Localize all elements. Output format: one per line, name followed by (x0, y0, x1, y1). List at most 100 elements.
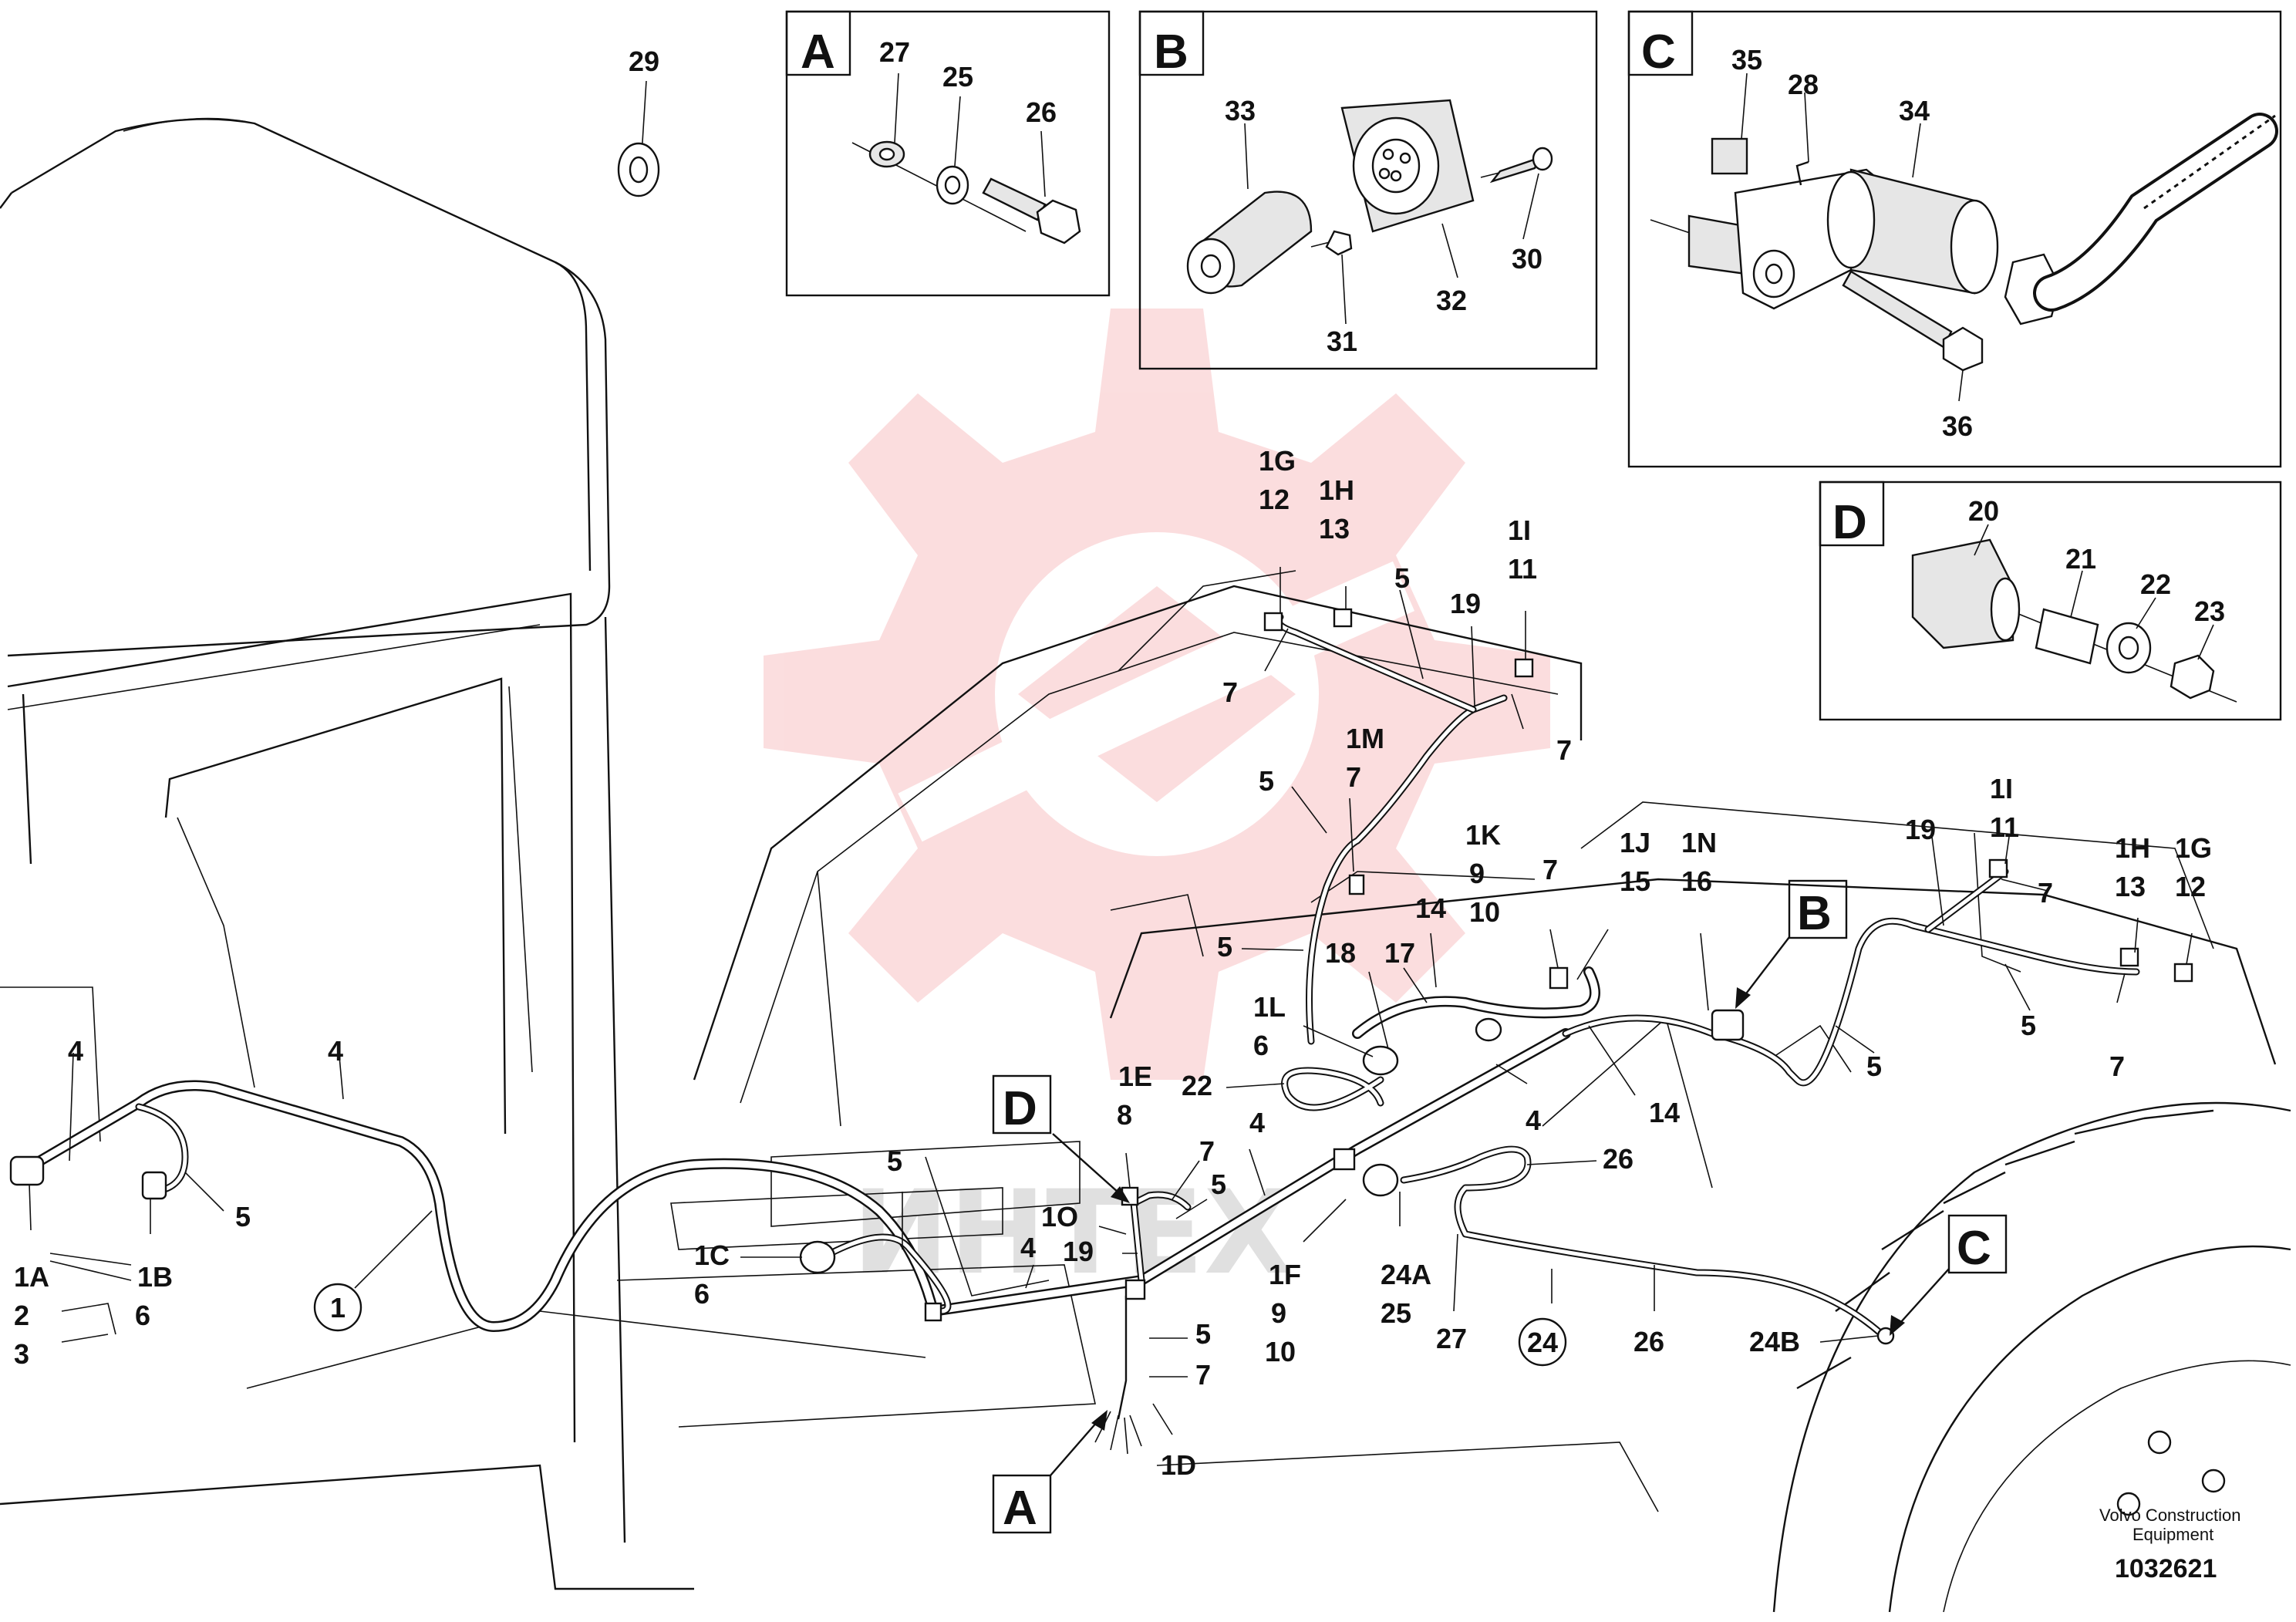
callout-label: 10 (1265, 1336, 1296, 1367)
callout-label: 11 (1990, 811, 2019, 843)
connector-icon (1711, 1009, 1745, 1041)
rear-tire (1772, 1024, 2291, 1613)
callout-label: 1H (2115, 832, 2150, 864)
connector-icon (1514, 658, 1534, 678)
callout-label: 15 (1620, 865, 1650, 897)
detail-view-b: B 33 31 32 30 (1138, 10, 1598, 370)
connector-icon (9, 1155, 45, 1186)
callout-label: 11 (1508, 553, 1537, 585)
detail-d-letter: D (1832, 496, 1867, 549)
callout-label: 7 (1222, 676, 1238, 708)
connector-icon (799, 1240, 836, 1274)
nut-icon (2170, 654, 2215, 700)
callout-label: 1M (1346, 723, 1384, 754)
connector-icon (1362, 1045, 1399, 1076)
connector-icon (1263, 612, 1283, 632)
callout-label: 9 (1469, 858, 1485, 889)
detail-c-label: 36 (1942, 410, 1973, 442)
callout-label: 27 (1436, 1323, 1467, 1354)
connector-icon (924, 1302, 942, 1322)
callout-label: 1F (1269, 1259, 1301, 1290)
circled-callout-label: 1 (330, 1292, 346, 1324)
callout-label: 1G (1259, 445, 1296, 477)
leader-lines (29, 567, 2193, 1435)
detail-b-label: 31 (1327, 325, 1357, 357)
detail-a-letter: A (801, 25, 835, 79)
callout-label: 7 (1346, 761, 1361, 793)
callout-label: 26 (1633, 1326, 1664, 1357)
callout-label: 6 (1253, 1030, 1269, 1061)
callout-label: 1K (1465, 819, 1501, 851)
callout-label: 4 (1249, 1107, 1265, 1138)
document-number: 1032621 (2115, 1554, 2217, 1583)
callout-label: 1E (1118, 1061, 1152, 1092)
callout-label: 19 (1905, 814, 1936, 845)
callout-label: 22 (1182, 1070, 1212, 1101)
callout-label: 12 (2175, 871, 2206, 902)
callout-label: 12 (1259, 484, 1290, 515)
callout-label: 16 (1681, 865, 1712, 897)
connector-icon (1348, 874, 1365, 895)
bolt-icon (982, 177, 1047, 221)
credit-line: Equipment (2132, 1525, 2213, 1544)
callout-label: 19 (1450, 588, 1481, 619)
lock-washer-icon: 29 (617, 46, 660, 197)
watermark-gear-logo (764, 309, 1550, 1080)
detail-view-a: A 27 25 26 (785, 10, 1111, 297)
view-markers: D B C A (992, 879, 2008, 1535)
callout-label: 1I (1508, 514, 1531, 546)
callout-label: 17 (1384, 937, 1415, 969)
callout-label: 1G (2175, 832, 2212, 864)
callout-label: 9 (1271, 1297, 1286, 1329)
detail-a-label: 27 (879, 36, 910, 68)
view-marker-b: B (1797, 887, 1832, 940)
callout-label: 29 (629, 46, 659, 77)
callout-label: 13 (1319, 513, 1350, 545)
connector-icon (1333, 1148, 1356, 1171)
callout-label: 6 (135, 1300, 150, 1331)
connector-icon (1475, 1017, 1502, 1042)
connector-icon (1549, 966, 1569, 990)
detail-d-label: 23 (2194, 595, 2225, 627)
callout-label: 26 (1603, 1143, 1633, 1175)
detail-c-label: 34 (1899, 95, 1930, 126)
callout-label: 14 (1649, 1097, 1680, 1128)
detail-view-c: C 35 28 34 36 (1627, 10, 2282, 468)
callout-label: 1J (1620, 827, 1650, 858)
callout-label: 1I (1990, 773, 2013, 804)
callout-label: 7 (1199, 1135, 1215, 1167)
wiring-harness (9, 608, 2193, 1455)
callout-label: 8 (1117, 1099, 1132, 1131)
callout-label: 1D (1161, 1449, 1196, 1481)
detail-d-label: 22 (2140, 568, 2171, 600)
callout-label: 18 (1325, 937, 1356, 969)
callout-label: 10 (1469, 896, 1500, 928)
view-marker-a: A (1003, 1482, 1037, 1535)
callout-label: 5 (1259, 765, 1274, 797)
detail-b-label: 30 (1512, 243, 1542, 275)
callout-label: 5 (1394, 562, 1410, 594)
connector-icon (1124, 1279, 1146, 1300)
circled-callout-label: 24 (1527, 1327, 1558, 1358)
detail-a-label: 25 (942, 61, 973, 93)
detail-view-d: D 20 21 22 23 (1819, 481, 2282, 721)
credit-line: Volvo Construction (2099, 1506, 2240, 1525)
callout-label: 1A (14, 1261, 49, 1293)
callout-label: 1L (1253, 991, 1286, 1023)
callout-label: 4 (1526, 1104, 1541, 1136)
callout-circle (313, 1283, 362, 1332)
detail-c-label: 35 (1731, 44, 1762, 76)
callout-label: 2 (14, 1300, 29, 1331)
nut-icon (1325, 230, 1353, 256)
callout-label: 5 (1195, 1318, 1211, 1350)
callout-label: 5 (235, 1201, 251, 1233)
callout-label: 5 (1866, 1050, 1882, 1082)
callout-label: 1N (1681, 827, 1717, 858)
connector-icon (1362, 1163, 1399, 1197)
screw-icon (1489, 157, 1541, 184)
detail-d-label: 21 (2065, 543, 2096, 575)
callout-label: 25 (1381, 1297, 1411, 1329)
callout-label: 13 (2115, 871, 2146, 902)
callout-label: 5 (887, 1145, 902, 1177)
